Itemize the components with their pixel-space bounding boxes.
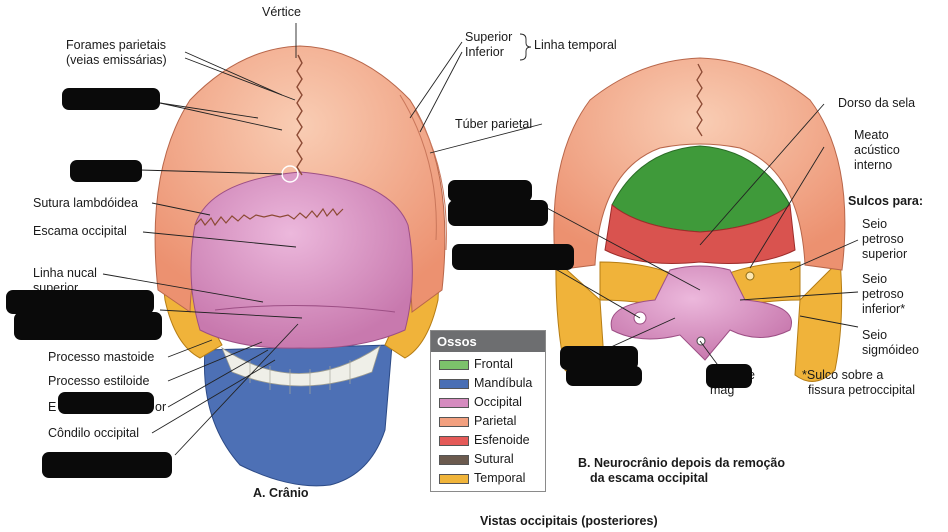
figure-title: Vistas occipitais (posteriores) — [480, 514, 658, 528]
b-sagittal-suture — [696, 63, 703, 137]
temporal-brace — [519, 33, 532, 61]
redaction — [62, 88, 160, 110]
label-vertice: Vértice — [262, 5, 301, 19]
label-meato-2: acústico — [854, 143, 900, 157]
redaction — [14, 312, 162, 340]
legend-label: Frontal — [474, 357, 513, 371]
redaction — [58, 392, 154, 414]
label-nota-2: fissura petroccipital — [808, 383, 915, 397]
label-forames-1: Forames parietais — [66, 38, 167, 52]
legend-swatch — [439, 473, 469, 484]
label-sutura-lambdoidea: Sutura lambdóidea — [33, 196, 138, 210]
b-meatus-right — [745, 271, 755, 281]
redaction — [706, 364, 752, 388]
b-temporal-right — [794, 258, 843, 382]
label-superior: Superior — [465, 30, 513, 44]
label-tuber-parietal: Túber parietal — [455, 117, 533, 131]
label-linha-temporal: Linha temporal — [534, 38, 617, 52]
legend-swatch — [439, 378, 469, 389]
legend-item-esfenoide: Esfenoide — [439, 433, 530, 447]
legend-swatch — [439, 359, 469, 370]
temporal-line-superior — [399, 94, 437, 241]
legend-item-occipital: Occipital — [439, 395, 522, 409]
b-sphenoid — [604, 204, 796, 264]
sagittal-suture — [296, 54, 303, 176]
label-meato-1: Meato — [854, 128, 889, 142]
legend-label: Parietal — [474, 414, 517, 428]
teeth — [221, 345, 381, 387]
label-seio-pi-1: Seio — [862, 272, 888, 286]
caption-b-2: da escama occipital — [590, 471, 709, 485]
label-seio-ps-1: Seio — [862, 217, 888, 231]
teeth-lines — [249, 360, 351, 394]
legend-swatch — [439, 397, 469, 408]
label-seio-s-1: Seio — [862, 328, 888, 342]
redaction — [6, 290, 154, 314]
skull-b — [553, 57, 846, 382]
label-inferior: Inferior — [465, 45, 504, 59]
legend-label: Sutural — [474, 452, 514, 466]
legend-item-sutural: Sutural — [439, 452, 514, 466]
legend-item-temporal: Temporal — [439, 471, 525, 485]
label-seio-pi-3: inferior* — [862, 302, 906, 316]
leader-lines — [102, 23, 859, 456]
b-occipital-base — [610, 265, 792, 361]
label-forames-2: (veias emissárias) — [66, 53, 167, 67]
label-partial-left-2: or — [155, 400, 167, 414]
legend-label: Esfenoide — [474, 433, 530, 447]
temporal-line-inferior — [414, 109, 447, 251]
label-sulcos-para: Sulcos para: — [848, 194, 924, 208]
legend-item-parietal: Parietal — [439, 414, 516, 428]
b-parietal — [553, 57, 846, 271]
legend-title: Ossos — [431, 331, 545, 352]
legend-item-frontal: Frontal — [439, 357, 513, 371]
label-condilo-occipital: Côndilo occipital — [48, 426, 140, 440]
label-dorso-sela: Dorso da sela — [838, 96, 916, 110]
skull-a — [154, 45, 447, 487]
label-seio-ps-3: superior — [862, 247, 908, 261]
caption-a: A. Crânio — [253, 486, 309, 500]
redaction — [452, 244, 574, 270]
nuchal-line — [214, 304, 396, 313]
legend-swatch — [439, 435, 469, 446]
occipital-squama — [190, 171, 413, 349]
legend-label: Temporal — [474, 471, 526, 485]
legend-item-mandíbula: Mandíbula — [439, 376, 532, 390]
caption-b-1: B. Neurocrânio depois da remoção — [578, 456, 785, 470]
label-partial-left-1: E — [48, 400, 57, 414]
lambdoid-suture — [194, 207, 344, 227]
redaction — [448, 180, 532, 202]
legend-label: Occipital — [474, 395, 522, 409]
b-foramen-magnum — [696, 336, 706, 346]
label-meato-3: interno — [854, 158, 893, 172]
label-nota-1: *Sulco sobre a — [802, 368, 884, 382]
label-seio-ps-2: petroso — [862, 232, 904, 246]
legend-label: Mandíbula — [474, 376, 533, 390]
label-seio-s-2: sigmóideo — [862, 343, 919, 357]
label-processo-estiloide: Processo estiloide — [48, 374, 150, 388]
label-seio-pi-2: petroso — [862, 287, 904, 301]
label-linha-nucal-1: Linha nucal — [33, 266, 97, 280]
legend-swatch — [439, 416, 469, 427]
redaction — [70, 160, 142, 182]
legend-swatch — [439, 454, 469, 465]
redaction — [448, 200, 548, 226]
redaction — [42, 452, 172, 478]
redaction — [566, 366, 642, 386]
label-processo-mastoide: Processo mastoide — [48, 350, 155, 364]
label-escama-occipital: Escama occipital — [33, 224, 127, 238]
